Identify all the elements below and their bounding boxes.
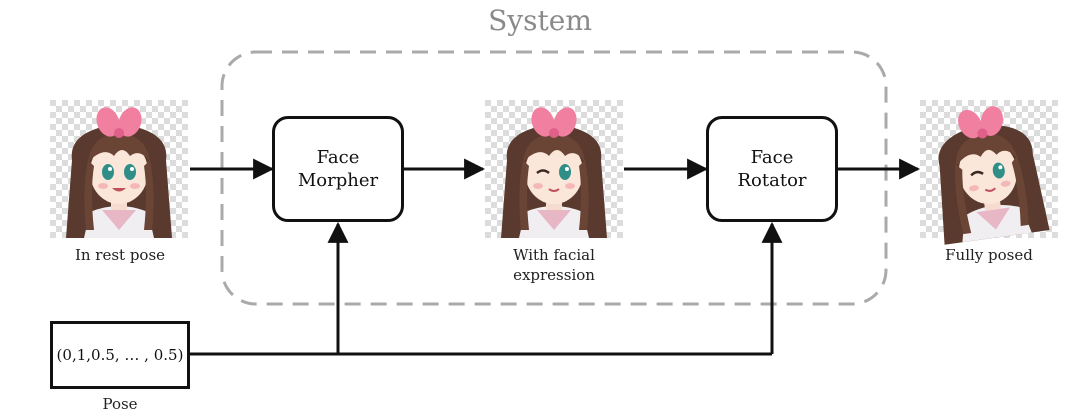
pose-caption: Pose [102, 395, 138, 413]
rest-pose-image [50, 100, 188, 238]
face-rotator-node: Face Rotator [706, 116, 838, 222]
pose-vector-value: (0,1,0.5, … , 0.5) [56, 346, 184, 364]
face-morpher-label-line2: Morpher [297, 170, 379, 191]
face-morpher-node: Face Morpher [272, 116, 404, 222]
face-morpher-label-line1: Face [316, 147, 360, 168]
pose-vector-box: (0,1,0.5, … , 0.5) [50, 321, 190, 389]
face-rotator-label-line2: Rotator [737, 170, 807, 191]
system-title: System [488, 4, 592, 37]
facial-expression-caption-line1: With facial [513, 246, 595, 264]
face-rotator-label-line1: Face [750, 147, 794, 168]
rest-pose-caption: In rest pose [74, 246, 166, 264]
fully-posed-caption: Fully posed [945, 246, 1033, 264]
system-container [220, 50, 888, 306]
facial-expression-caption-line2: expression [513, 266, 595, 284]
fully-posed-image [920, 97, 1058, 245]
facial-expression-image [485, 100, 623, 238]
